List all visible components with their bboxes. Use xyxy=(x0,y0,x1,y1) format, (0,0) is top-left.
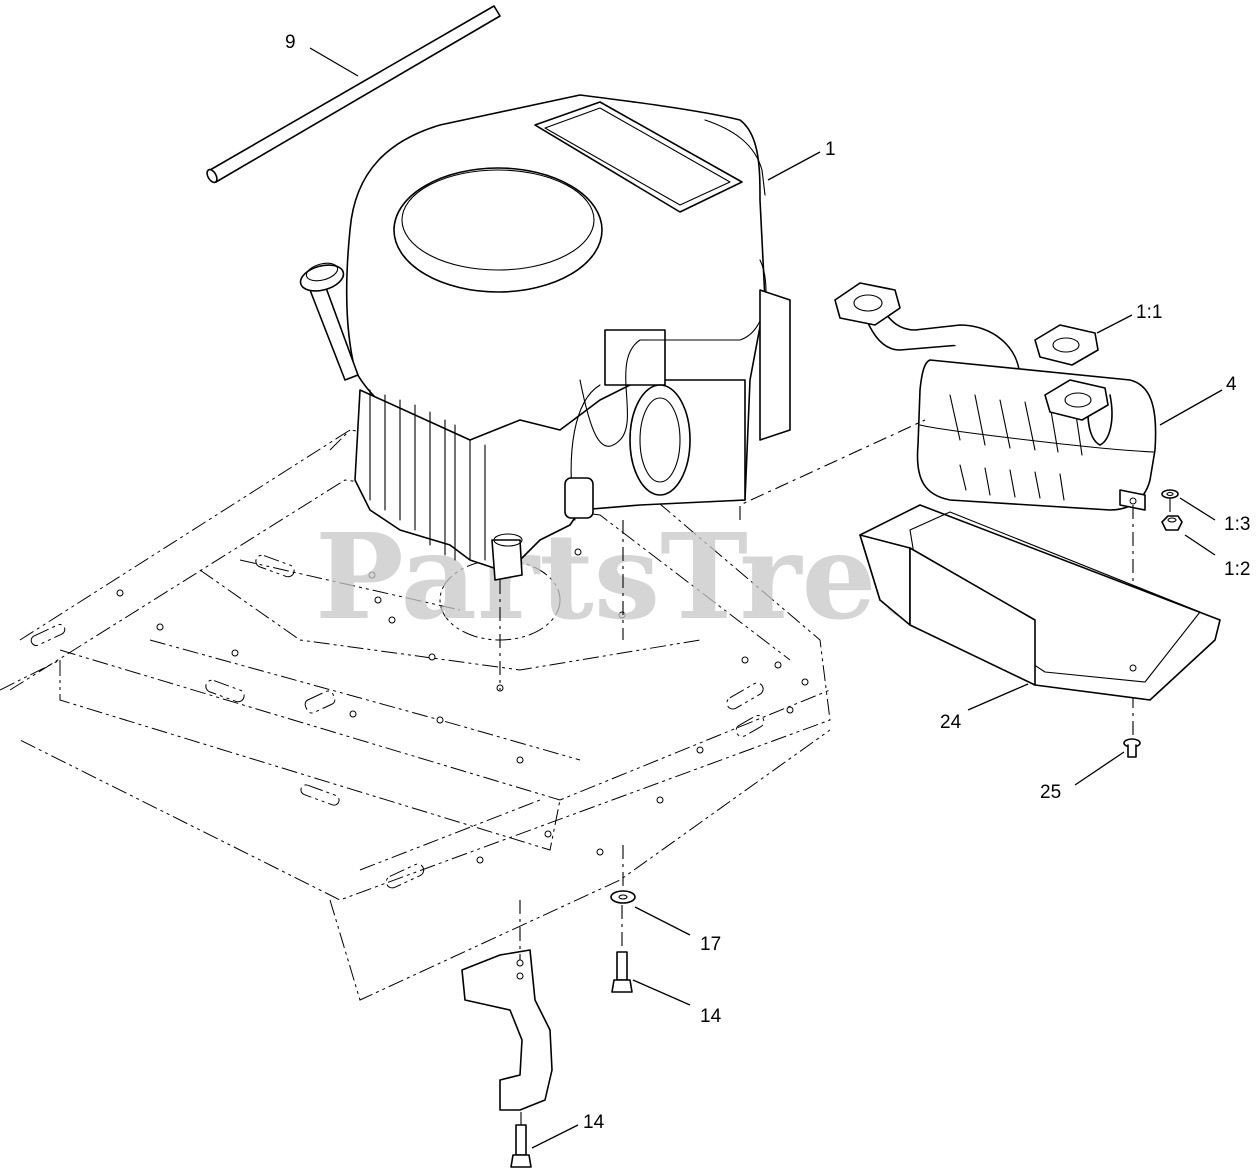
part-14-bolt-upper xyxy=(611,905,633,993)
callout-labels: 9 1 1:1 4 1:3 1:2 24 25 17 14 14 xyxy=(285,32,1250,1133)
part-9-hose xyxy=(206,5,501,184)
callout-14-upper: 14 xyxy=(700,1006,722,1027)
callout-1-1: 1:1 xyxy=(1136,302,1162,323)
callout-1: 1 xyxy=(825,139,836,160)
leader-lines xyxy=(309,47,1223,1149)
part-4-muffler xyxy=(739,282,1157,740)
part-24-heat-shield xyxy=(859,504,1221,701)
part-25-bolt xyxy=(1123,738,1141,758)
callout-9: 9 xyxy=(285,32,296,53)
callout-25: 25 xyxy=(1040,782,1061,803)
part-14-bolt-lower xyxy=(510,1124,532,1168)
part-17-washer xyxy=(610,845,636,904)
part-1-engine xyxy=(299,94,791,690)
callout-17: 17 xyxy=(700,934,721,955)
part-1-3-washer xyxy=(1161,489,1179,499)
callout-14-lower: 14 xyxy=(583,1112,605,1133)
callout-4: 4 xyxy=(1226,374,1237,395)
callout-24: 24 xyxy=(940,712,962,733)
engine-bracket xyxy=(461,900,553,1125)
part-1-2-nut xyxy=(1161,515,1183,531)
callout-1-3: 1:3 xyxy=(1224,514,1250,535)
chassis-frame xyxy=(0,429,831,1001)
callout-1-2: 1:2 xyxy=(1224,559,1250,580)
